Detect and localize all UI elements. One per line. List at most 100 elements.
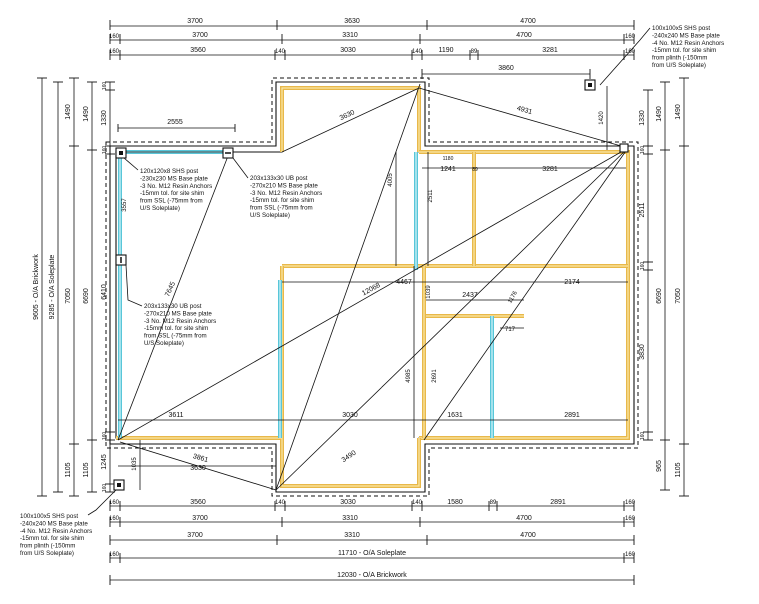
dim-89: 89 (472, 167, 478, 173)
dim-3861: 3861 (192, 453, 209, 464)
top-dim-r1-c: 4700 (520, 18, 536, 25)
bot-dim-r3-2: 4700 (520, 532, 536, 539)
left-dimension-chains: 9605 - O/A Brickwork 9285 - O/A Soleplat… (33, 77, 115, 497)
top-dim-r3-3: 3030 (340, 47, 356, 54)
left-dim-col3-c: 1105 (65, 462, 72, 477)
left-dim-col4-a: 1490 (83, 106, 90, 122)
bot-dim-r5: 12030 - O/A Brickwork (337, 572, 407, 579)
right-dim-col2-b: 6690 (656, 288, 663, 304)
top-dim-r2-0: 160 (109, 34, 120, 40)
right-dim-col3-2: 2511 (639, 202, 646, 217)
top-dim-r3-5: 1190 (438, 47, 453, 54)
dim-2437: 2437 (462, 292, 478, 299)
dim-2555: 2555 (167, 119, 183, 126)
inner-dimensions: 2555 1420 3630 4931 1180 1241 89 3281 40… (117, 86, 628, 490)
bot-dim-r3-1: 3310 (344, 532, 360, 539)
right-dim-col3-3: 160 (640, 262, 646, 271)
top-dim-r3-7: 3281 (542, 47, 558, 54)
bot-dim-r3-0: 3700 (187, 532, 203, 539)
right-dim-col2-a: 1490 (656, 106, 663, 122)
bot-dim-r1-3: 3030 (340, 499, 356, 506)
dim-1180: 1180 (443, 156, 454, 162)
dim-1035: 1035 (132, 457, 138, 471)
callout-shs-120: 120x120x8 SHS post-230x230 MS Base plate… (140, 168, 212, 212)
left-dim-col5-2: 160 (102, 146, 108, 155)
top-dim-r1-a: 3700 (187, 18, 203, 25)
bot-dim-r1-6: 89 (490, 500, 497, 506)
left-dim-col5-3: 6410 (101, 284, 108, 300)
dim-2511: 2511 (428, 189, 434, 203)
post-corner-right (619, 143, 629, 153)
left-dim-col5-6: 160 (102, 484, 108, 493)
right-dim-col3-0: 1330 (639, 110, 646, 126)
bot-dim-r2-3: 4700 (516, 515, 532, 522)
dim-4005: 4005 (388, 173, 394, 187)
dim-1176: 1176 (507, 290, 519, 305)
bot-dim-r1-4: 140 (412, 500, 423, 506)
bot-dim-r4-1: 11710 - O/A Soleplate (338, 550, 406, 557)
top-dim-r3-1: 3560 (190, 47, 206, 54)
steel-beams (116, 86, 630, 488)
top-dim-r2-2: 3310 (342, 32, 358, 39)
left-dim-col5-0: 160 (102, 82, 108, 91)
dim-2691: 2691 (432, 369, 438, 383)
bot-dim-r2-2: 3310 (342, 515, 358, 522)
dim-3030: 3030 (342, 412, 358, 419)
right-dim-col3-1: 160 (640, 146, 646, 155)
dim-3557: 3557 (122, 198, 128, 212)
right-dim-col1-a: 1490 (675, 104, 682, 120)
left-dim-col5-4: 160 (102, 432, 108, 441)
dim-1241: 1241 (440, 166, 456, 173)
bot-dim-r1-8: 160 (625, 500, 636, 506)
top-dim-r3-0: 160 (109, 49, 120, 55)
bot-dim-r1-1: 3560 (190, 499, 206, 506)
beam-right-top (419, 150, 630, 440)
bot-dim-r1-0: 160 (109, 500, 120, 506)
top-dim-r2-3: 4700 (516, 32, 532, 39)
top-dim-r2-1: 3700 (192, 32, 208, 39)
top-dim-r1-b: 3630 (344, 18, 360, 25)
bottom-dimension-chains: 160 3560 140 3030 140 1580 89 2891 160 1… (109, 499, 636, 585)
right-dim-col3-4: 3830 (639, 344, 646, 360)
bot-dim-r2-1: 3700 (192, 515, 208, 522)
left-dim-col3-a: 1490 (65, 104, 72, 120)
right-dimension-chains: 1490 7050 1105 1490 6690 965 1330 160 25… (639, 77, 689, 497)
right-dim-col1-b: 7050 (675, 288, 682, 304)
diagonal-check-lines (117, 83, 629, 491)
dim-1420: 1420 (599, 111, 605, 125)
callout-ub-top: 203x133x30 UB post-270x210 MS Base plate… (250, 175, 322, 219)
dim-3490: 3490 (341, 449, 358, 464)
right-dim-col3-5: 160 (640, 432, 646, 441)
right-dim-col2-c: 965 (656, 460, 663, 472)
beam-bottom-notch (116, 436, 421, 488)
bot-dim-r4-0: 160 (109, 552, 120, 558)
left-dim-col4-c: 1105 (83, 462, 90, 477)
bot-dim-r2-4: 160 (625, 516, 636, 522)
callout-bottom-left: 100x100x5 SHS post-240x240 MS Base plate… (20, 513, 92, 557)
dim-3630-diag: 3630 (339, 109, 356, 122)
dim-7645: 7645 (164, 281, 177, 298)
top-dim-r2-4: 160 (625, 34, 636, 40)
left-dim-col3-b: 7050 (65, 288, 72, 304)
dim-4931: 4931 (516, 105, 533, 116)
left-dim-soleplate: 9285 - O/A Soleplate (49, 255, 56, 320)
top-dim-r3-8: 160 (625, 49, 636, 55)
dim-3281: 3281 (542, 166, 558, 173)
top-dim-r3-6: 89 (471, 49, 478, 55)
bot-dim-r4-2: 160 (625, 552, 636, 558)
top-dim-r4: 3860 (498, 65, 514, 72)
top-dim-r3-4: 140 (412, 49, 423, 55)
dim-3630b: 3630 (190, 465, 206, 472)
callout-ub-left: 203x133x30 UB post-270x210 MS Base plate… (144, 303, 216, 347)
dim-3611: 3611 (168, 412, 183, 419)
bot-dim-r1-7: 2891 (550, 499, 566, 506)
bot-dim-r1-5: 1580 (447, 499, 463, 506)
dim-1631: 1631 (447, 412, 463, 419)
callout-top-right: 100x100x5 SHS post-240x240 MS Base plate… (652, 25, 724, 69)
dim-4985: 4985 (406, 369, 412, 383)
dim-1039: 1039 (426, 285, 432, 299)
left-dim-outer: 9605 - O/A Brickwork (33, 254, 40, 320)
top-dimension-chains: 3700 3630 4700 160 3700 3310 4700 160 16… (109, 18, 636, 79)
left-dim-col5-1: 1330 (101, 110, 108, 126)
